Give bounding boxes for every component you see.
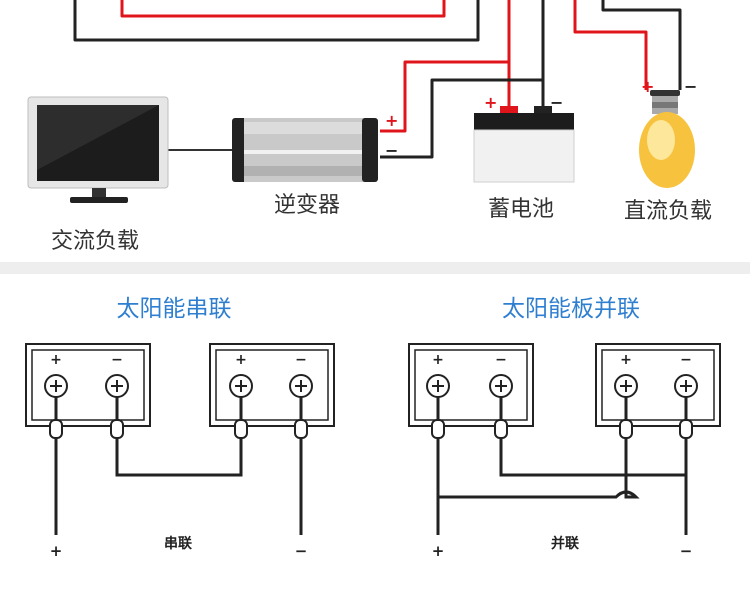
parallel-panel-1-plus: + — [432, 352, 444, 368]
inverter-icon: + − — [232, 111, 398, 182]
inverter-label: 逆变器 — [274, 193, 340, 218]
series-panel-1-plus: + — [50, 352, 62, 368]
battery-plus-sign: + — [484, 93, 497, 112]
terminal-icon — [105, 374, 129, 398]
ac-load-label: 交流负载 — [51, 229, 139, 254]
series-panel-2-minus: − — [295, 352, 307, 368]
bulb-minus-sign: − — [684, 77, 697, 96]
battery-minus-sign: − — [550, 93, 563, 112]
parallel-panel-1: + − — [408, 343, 534, 427]
monitor-icon — [27, 96, 169, 203]
parallel-connectors — [431, 419, 693, 439]
parallel-title: 太阳能板并联 — [502, 296, 640, 322]
parallel-output-minus: − — [680, 542, 693, 560]
parallel-output-plus: + — [432, 542, 445, 560]
battery-icon: + − — [473, 93, 575, 183]
terminal-icon — [229, 374, 253, 398]
series-panel-2: + − — [209, 343, 335, 427]
terminal-icon — [44, 374, 68, 398]
top-wires — [73, 0, 682, 159]
dc-load-label: 直流负载 — [624, 199, 712, 224]
parallel-caption: 并联 — [551, 535, 580, 552]
series-panel-1-minus: − — [111, 352, 123, 368]
terminal-icon — [289, 374, 313, 398]
series-title: 太阳能串联 — [117, 296, 232, 322]
parallel-panel-2: + − — [595, 343, 721, 427]
inverter-plus-sign: + — [385, 111, 398, 130]
terminal-icon — [426, 374, 450, 398]
parallel-diagram: 太阳能板并联 + − + − — [408, 296, 721, 560]
terminal-icon — [674, 374, 698, 398]
series-diagram: 太阳能串联 + − + − — [25, 296, 335, 560]
parallel-panel-2-minus: − — [680, 352, 692, 368]
parallel-panel-1-minus: − — [495, 352, 507, 368]
battery-label: 蓄电池 — [488, 197, 554, 222]
terminal-icon — [614, 374, 638, 398]
parallel-panel-2-plus: + — [620, 352, 632, 368]
series-connectors — [49, 419, 308, 439]
section-separator — [0, 262, 750, 274]
series-output-plus: + — [50, 542, 63, 560]
series-caption: 串联 — [164, 535, 193, 552]
terminal-icon — [489, 374, 513, 398]
light-bulb-icon: + − — [639, 77, 697, 188]
series-output-minus: − — [295, 542, 308, 560]
system-diagram: + − + − + − 交流负载 逆变器 蓄电池 直流负载 — [27, 0, 712, 254]
inverter-minus-sign: − — [385, 141, 398, 160]
series-panel-2-plus: + — [235, 352, 247, 368]
series-panel-1: + − — [25, 343, 151, 427]
